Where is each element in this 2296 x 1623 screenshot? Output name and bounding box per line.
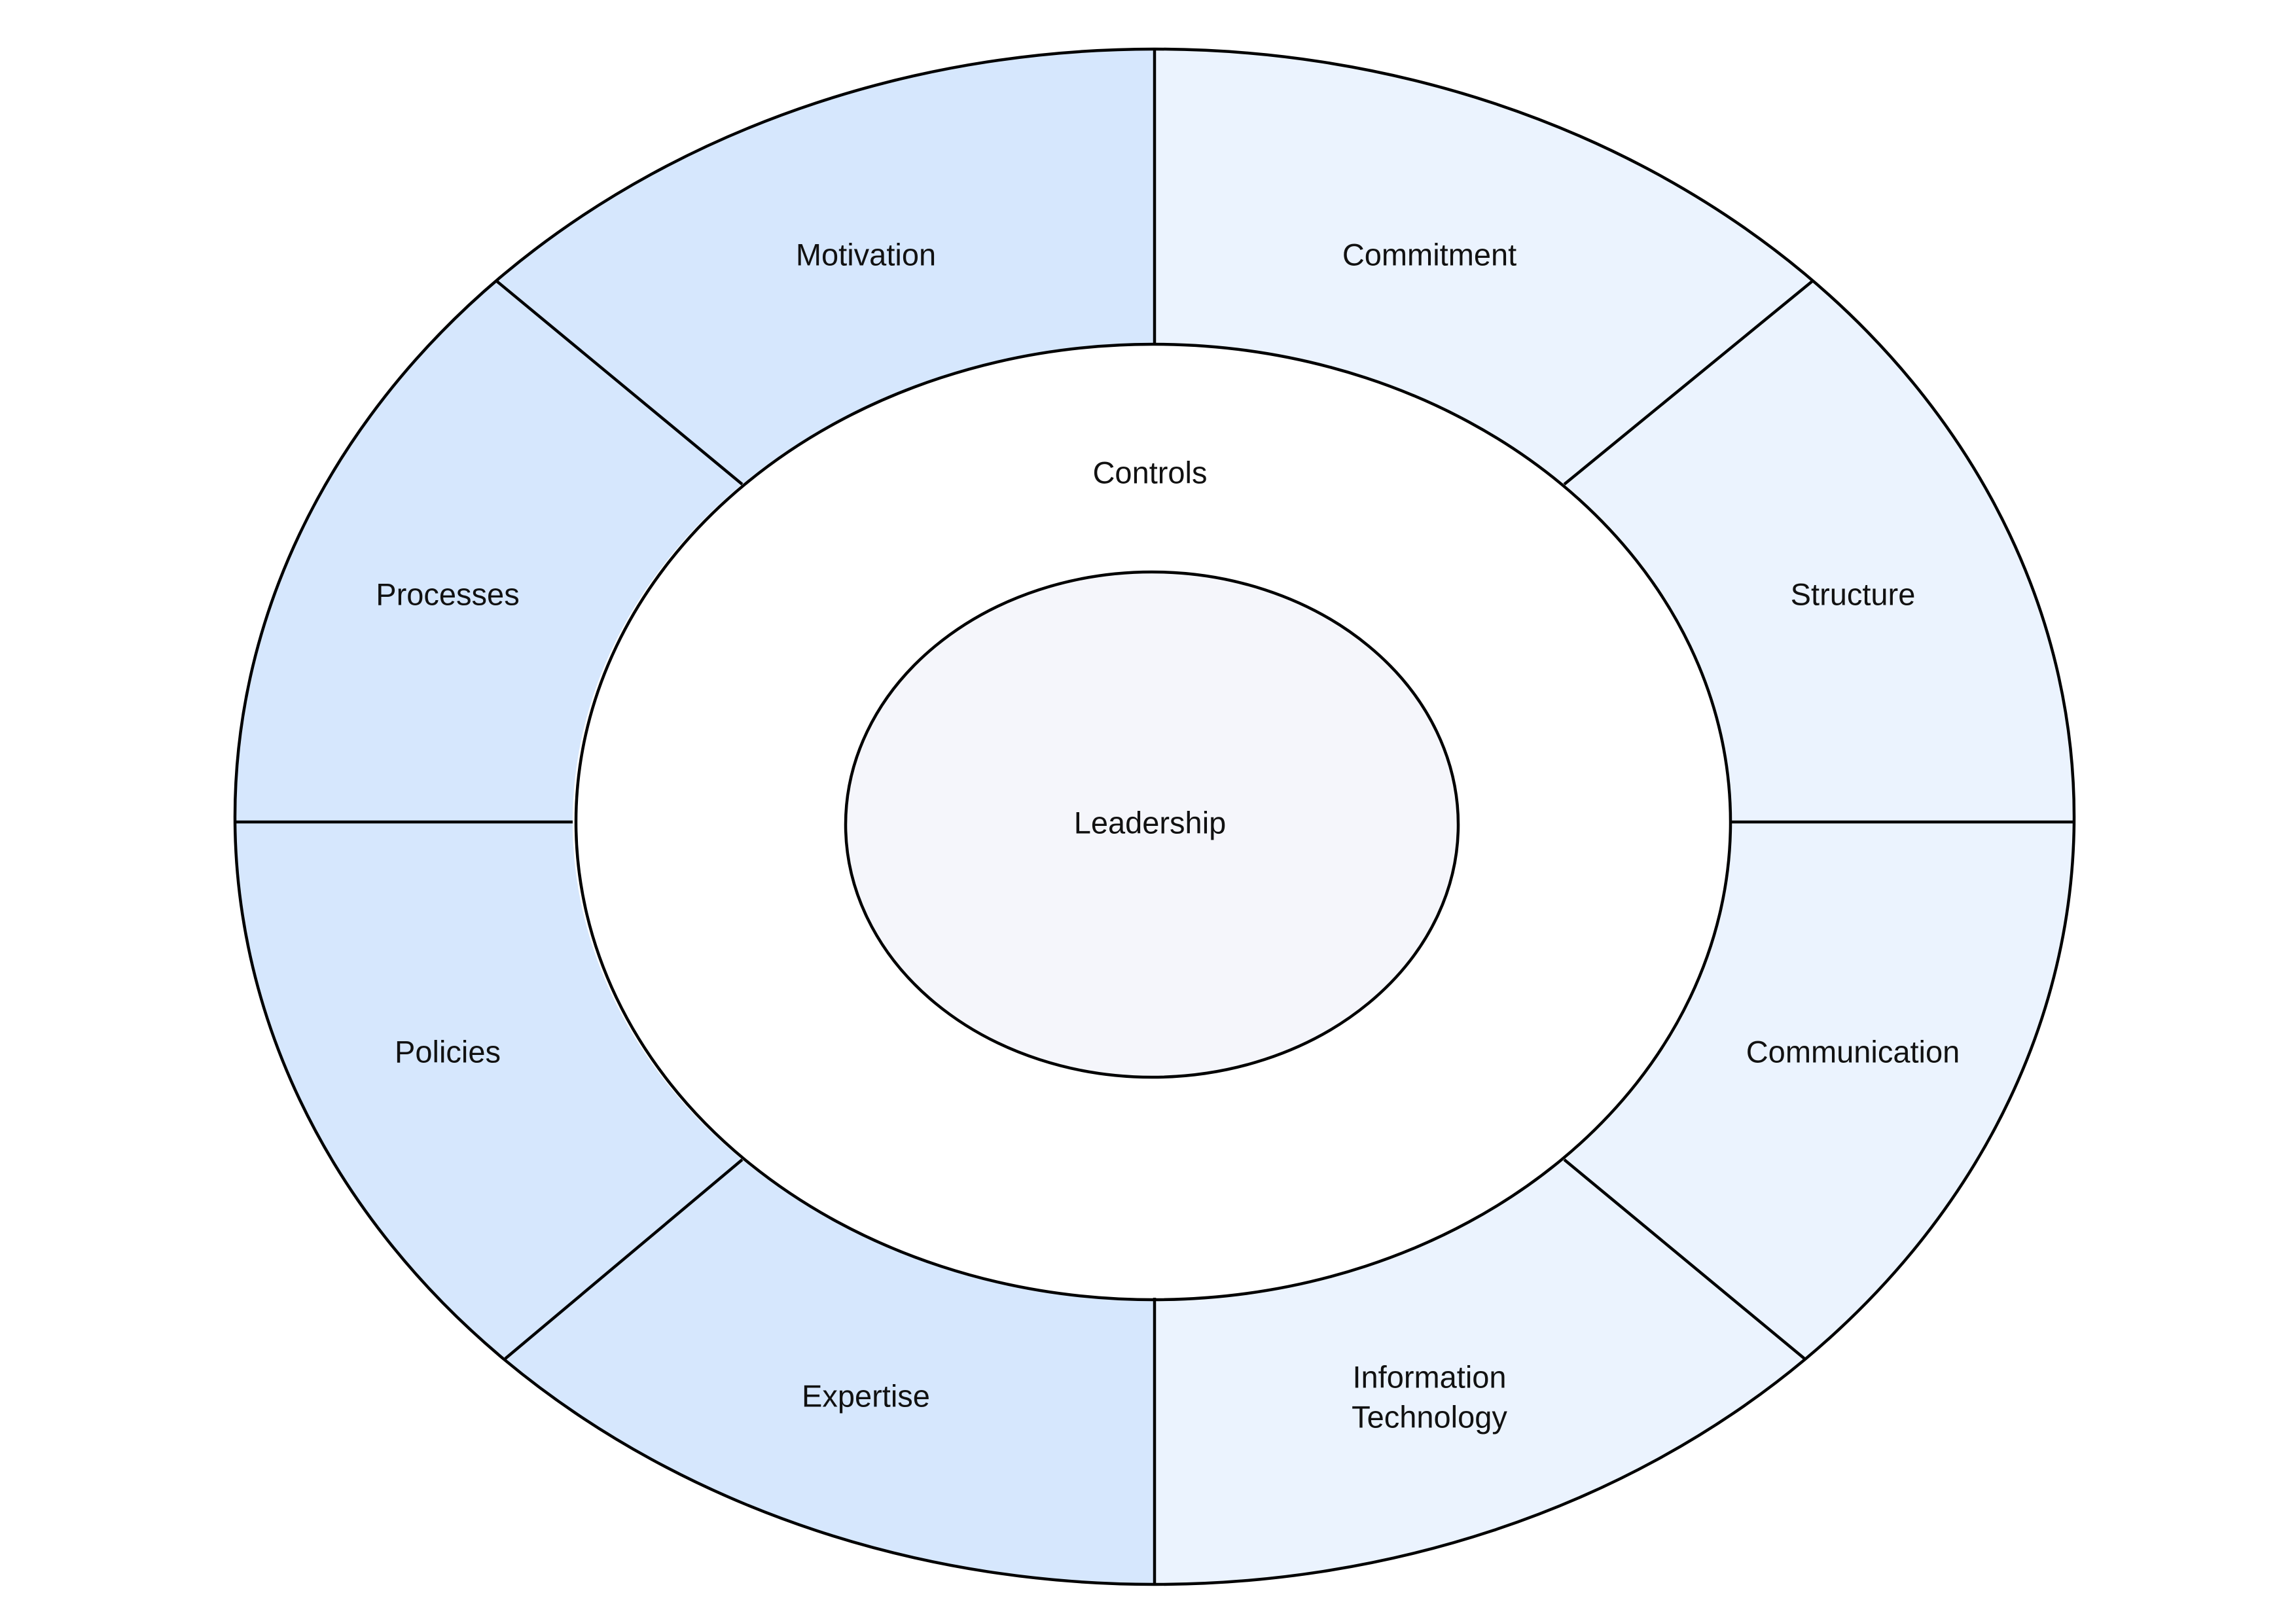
label-leadership: Leadership <box>1074 805 1227 840</box>
label-communication: Communication <box>1746 1034 1960 1069</box>
segment-expertise <box>505 1160 1155 1584</box>
label-commitment: Commitment <box>1342 237 1516 272</box>
segment-commitment <box>1155 48 1814 484</box>
divider-upper-right <box>1563 279 1815 486</box>
center-outline <box>844 570 1460 1079</box>
divider-upper-left <box>494 279 744 486</box>
label-structure: Structure <box>1791 577 1916 611</box>
divider-lower-right <box>1563 1158 1806 1360</box>
label-information-technology-line2: Technology <box>1352 1399 1507 1434</box>
label-information-technology-line1: Information <box>1352 1359 1506 1394</box>
segment-structure <box>1564 280 2075 822</box>
label-motivation: Motivation <box>796 237 936 272</box>
divider-lower-left <box>504 1158 744 1360</box>
leadership-core <box>846 572 1458 1077</box>
segment-policies <box>235 822 742 1359</box>
segment-processes <box>234 280 742 822</box>
label-policies: Policies <box>395 1034 501 1069</box>
label-processes: Processes <box>376 577 519 611</box>
segment-communication <box>1564 822 2075 1359</box>
label-controls: Controls <box>1092 455 1207 490</box>
segment-motivation <box>495 48 1155 484</box>
segment-information-technology <box>1155 1160 1804 1584</box>
label-expertise: Expertise <box>802 1378 930 1413</box>
